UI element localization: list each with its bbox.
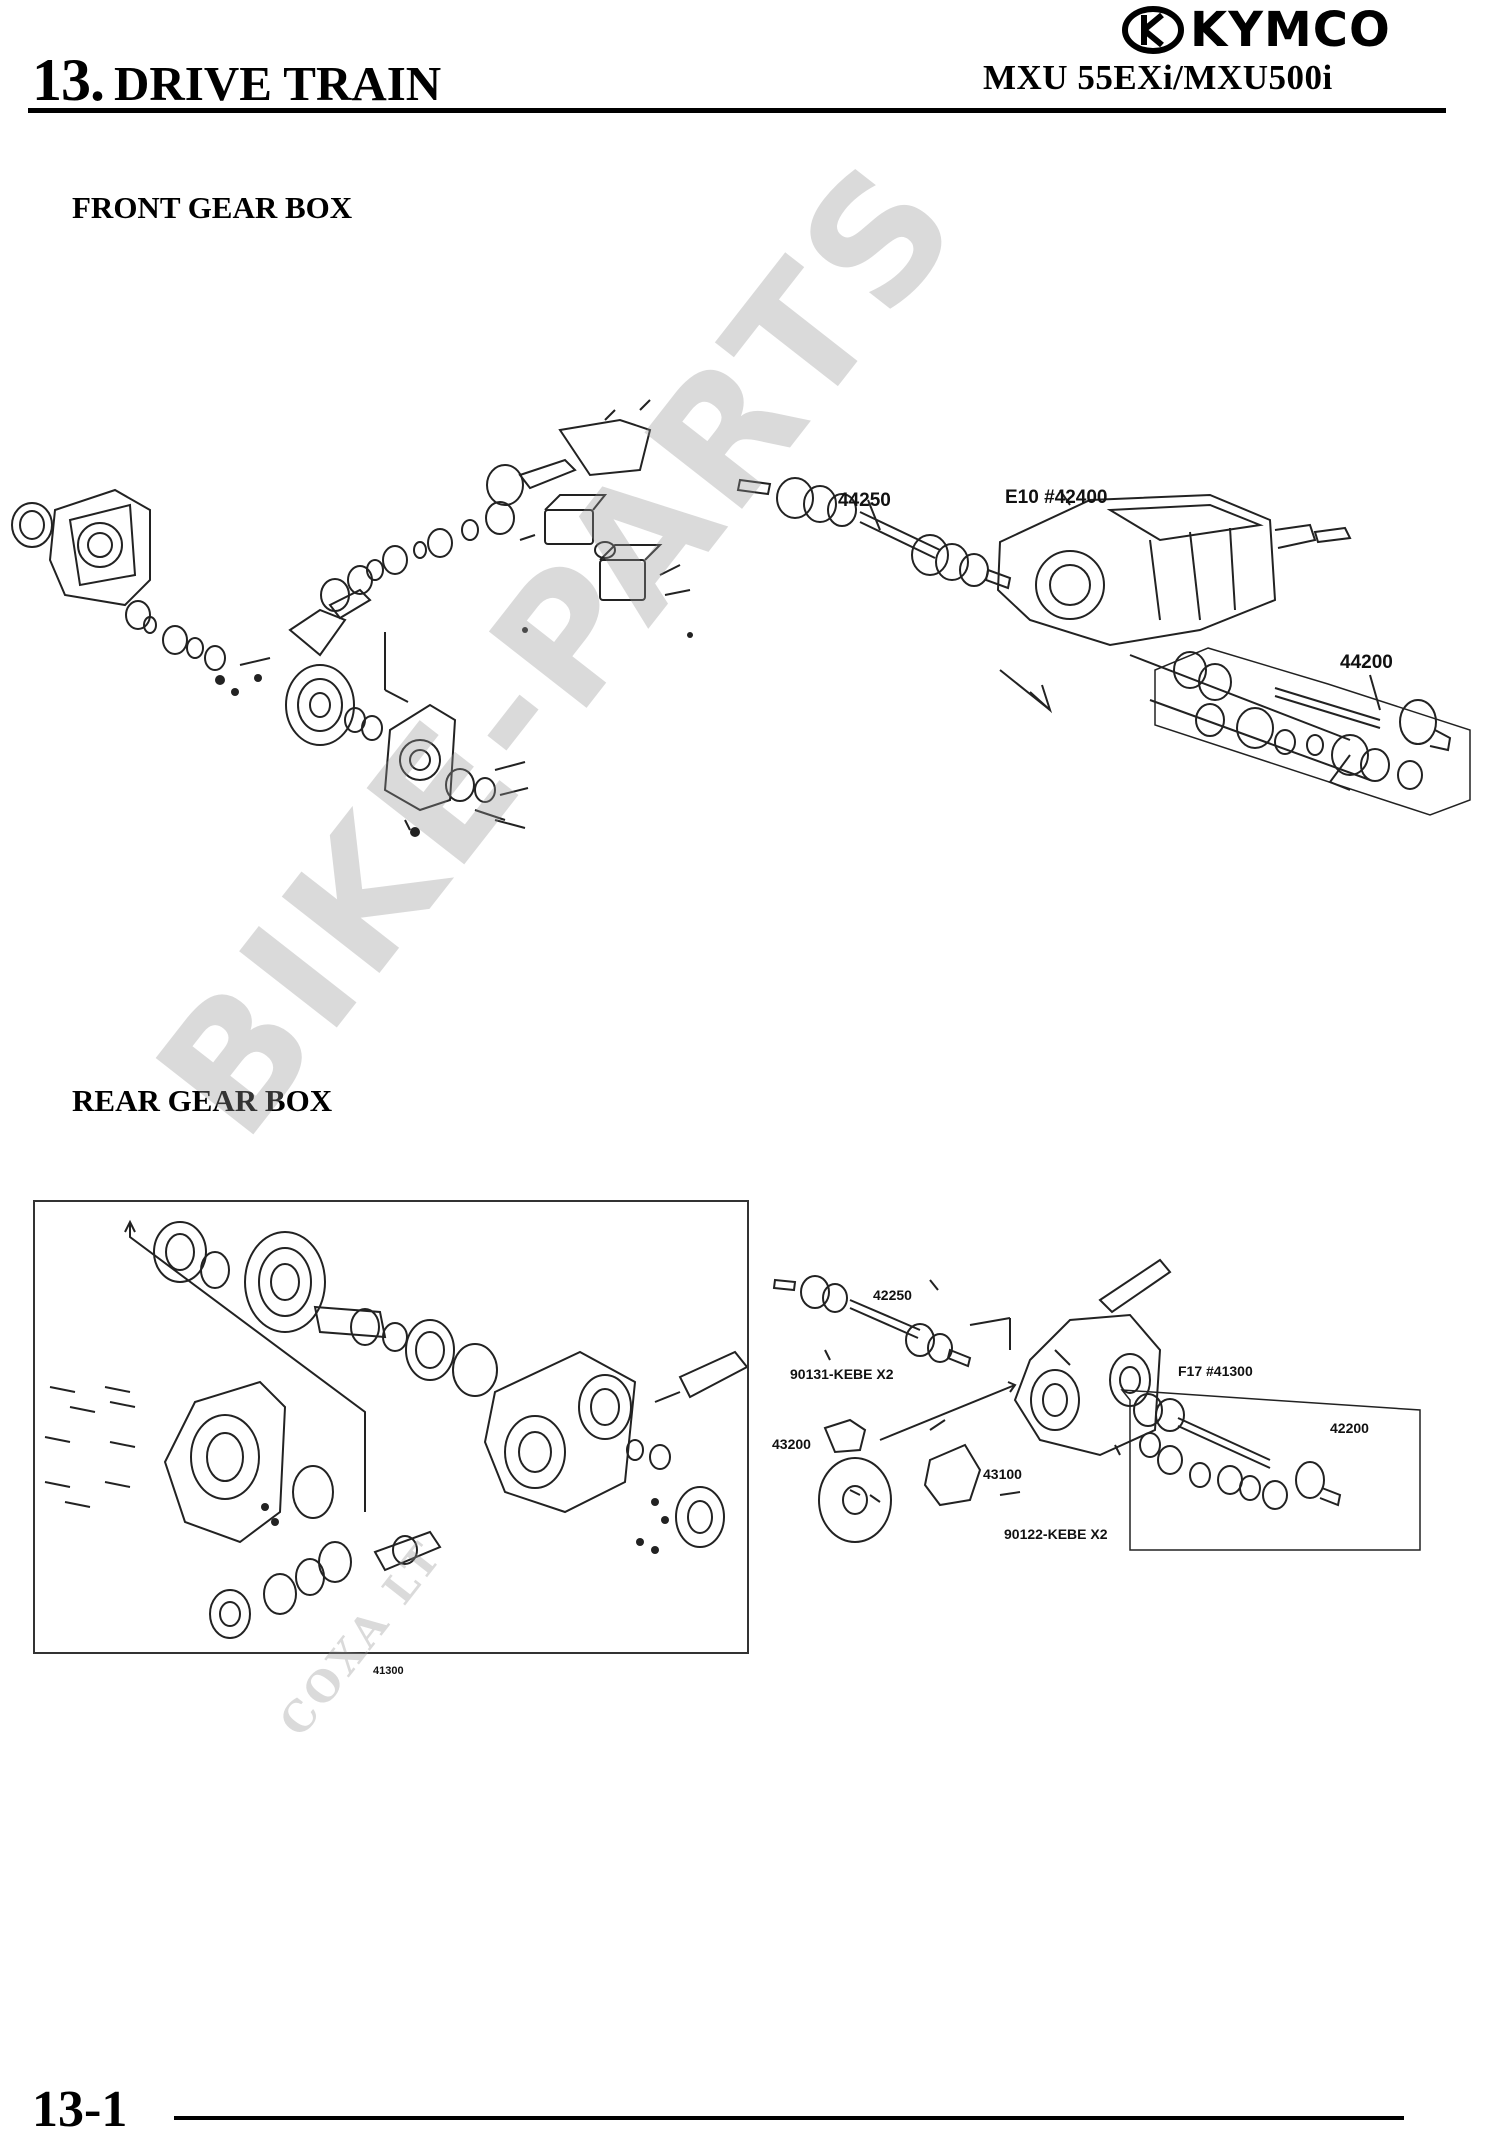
rear-right-axle-callout: 42200 <box>1330 1420 1369 1436</box>
chapter-title: DRIVE TRAIN <box>114 56 442 111</box>
rear-gearbox-exploded-diagram <box>44 1219 749 1639</box>
front-gearbox-exploded-diagram <box>11 399 693 837</box>
front-gearbox-callout: E10 #42400 <box>1005 487 1108 508</box>
rear-gearbox-callout: F17 #41300 <box>1178 1363 1253 1379</box>
rear-gear-box-heading: REAR GEAR BOX <box>72 1083 333 1118</box>
footer-rule <box>174 2116 1404 2120</box>
rear-bolt-a-callout: 90131-KEBE X2 <box>790 1366 894 1382</box>
front-gear-box-heading: FRONT GEAR BOX <box>72 190 353 225</box>
rear-caliper-callout: 43200 <box>772 1436 811 1452</box>
rear-gearbox-exploded-frame <box>33 1200 749 1654</box>
rear-bracket-callout: 43100 <box>983 1466 1022 1482</box>
brand-logo: KYMCO <box>1122 2 1391 58</box>
rear-left-axle-callout: 42250 <box>873 1287 912 1303</box>
rear-gearbox-assembly-diagram <box>772 1258 1421 1551</box>
brand-name: KYMCO <box>1190 2 1391 58</box>
front-gearbox-assembly-diagram <box>736 477 1471 816</box>
header-rule <box>28 108 1446 113</box>
rear-bolt-b-callout: 90122-KEBE X2 <box>1004 1526 1108 1542</box>
front-right-axle-callout: 44200 <box>1340 652 1393 673</box>
page-number: 13-1 <box>32 2081 128 2138</box>
model-name: MXU 55EXi/MXU500i <box>983 58 1333 97</box>
chapter-number: 13. <box>32 47 105 113</box>
kymco-emblem-icon <box>1122 6 1184 54</box>
front-left-axle-callout: 44250 <box>838 490 891 511</box>
rear-exploded-ref-callout: 41300 <box>373 1665 404 1677</box>
chapter-heading: 13.DRIVE TRAIN <box>32 46 441 115</box>
